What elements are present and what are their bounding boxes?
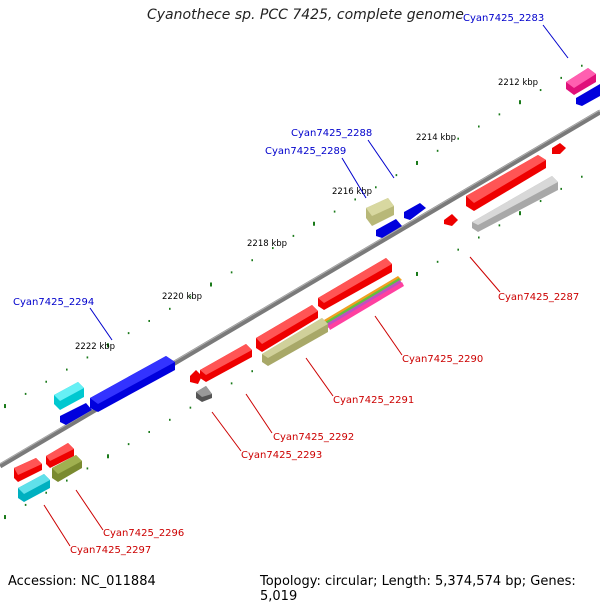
gene-2293-b[interactable] (196, 386, 212, 402)
gene-2287-d[interactable] (444, 214, 458, 226)
gene-2294-c[interactable] (60, 403, 92, 425)
coord-label-2222: 2222 kbp (75, 342, 115, 352)
gene-2287-b[interactable] (472, 176, 558, 232)
gene-label-2291[interactable]: Cyan7425_2291 (333, 395, 414, 406)
tick-row-outer (4, 64, 583, 409)
gene-2283-next[interactable] (576, 84, 600, 106)
gene-2290-b[interactable] (324, 276, 404, 330)
genome-backbone (0, 109, 600, 469)
gene-2291-b[interactable] (262, 318, 328, 366)
gene-2294-b[interactable] (54, 382, 84, 410)
gene-label-2287[interactable]: Cyan7425_2287 (498, 292, 579, 303)
gene-2287-c[interactable] (552, 143, 566, 154)
gene-label-2290[interactable]: Cyan7425_2290 (402, 354, 483, 365)
gene-label-2288[interactable]: Cyan7425_2288 (291, 128, 372, 139)
gene-2296-c[interactable] (52, 455, 82, 482)
map-title: Cyanothece sp. PCC 7425, complete genome (147, 7, 464, 23)
coord-label-2218: 2218 kbp (247, 239, 287, 249)
gene-2293-a[interactable] (190, 370, 202, 384)
gene-2291-a[interactable] (256, 305, 318, 352)
gene-2296-a[interactable] (14, 458, 42, 482)
gene-2289[interactable] (376, 219, 402, 238)
gene-2296-b[interactable] (46, 443, 74, 468)
coord-label-2220: 2220 kbp (162, 292, 202, 302)
gene-label-2292[interactable]: Cyan7425_2292 (273, 432, 354, 443)
gene-2292-a[interactable] (200, 344, 252, 382)
gene-2288-b[interactable] (366, 198, 394, 226)
coord-label-2212: 2212 kbp (498, 78, 538, 88)
gene-label-2283[interactable]: Cyan7425_2283 (463, 13, 544, 24)
gene-label-2296[interactable]: Cyan7425_2296 (103, 528, 184, 539)
gene-2297-a[interactable] (18, 474, 50, 502)
coord-label-2216: 2216 kbp (332, 187, 372, 197)
gene-label-2297[interactable]: Cyan7425_2297 (70, 545, 151, 556)
gene-label-2294[interactable]: Cyan7425_2294 (13, 297, 94, 308)
gene-2294-a[interactable] (90, 356, 175, 412)
coord-label-2214: 2214 kbp (416, 133, 456, 143)
leader-lines (43, 24, 569, 547)
gene-2288[interactable] (404, 203, 426, 220)
gene-2290-a[interactable] (318, 258, 392, 310)
gene-2283[interactable] (566, 68, 596, 95)
accession-text: Accession: NC_011884 (8, 574, 156, 589)
gene-label-2293[interactable]: Cyan7425_2293 (241, 450, 322, 461)
gene-label-2289[interactable]: Cyan7425_2289 (265, 146, 346, 157)
gene-2287-a[interactable] (466, 155, 546, 211)
